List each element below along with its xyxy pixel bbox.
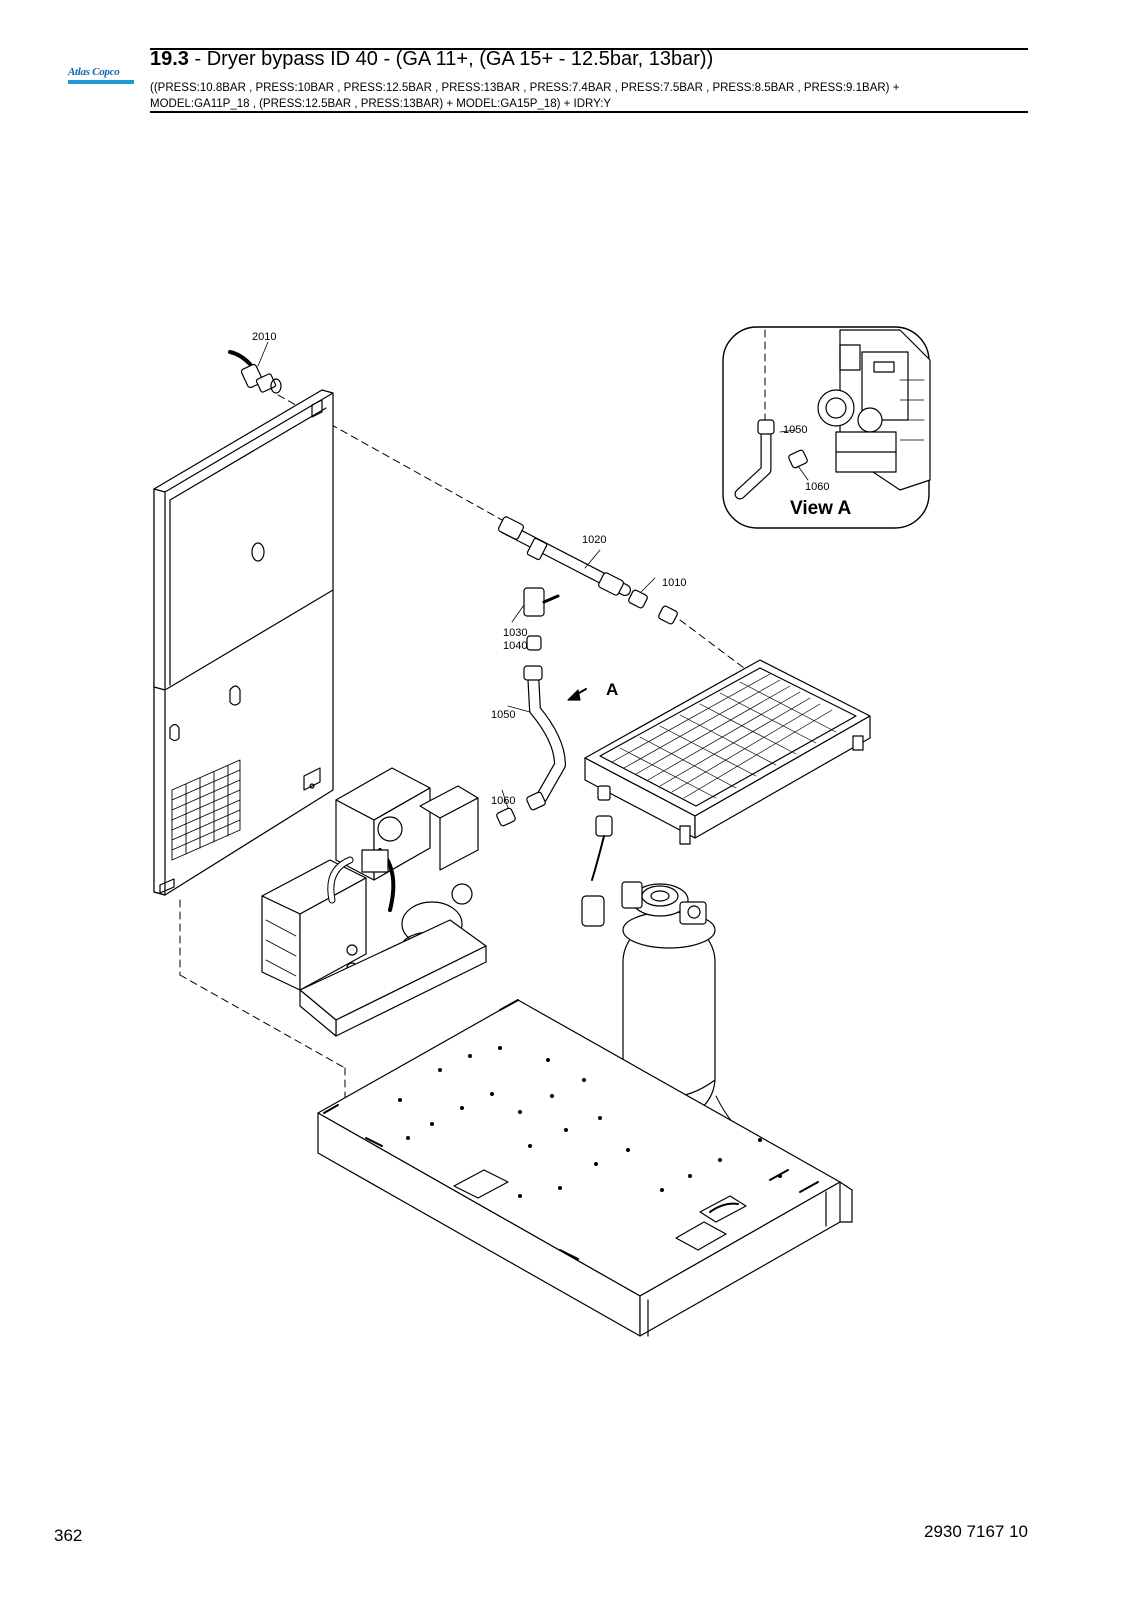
panel-vent-grille — [171, 759, 241, 861]
callout-1050: 1050 — [491, 709, 515, 721]
logo-underline — [68, 80, 134, 84]
inset-title: View A — [790, 498, 852, 519]
fittings-1010 — [628, 577, 678, 625]
side-panel — [153, 389, 334, 896]
section-number: 19.3 — [150, 48, 189, 70]
ball-valve-2010 — [228, 341, 282, 394]
page-number: 362 — [54, 1526, 83, 1545]
callout-labels: 2010 1020 1010 1030 1040 1050 1060 A — [252, 331, 686, 807]
section-title: 19.3 - Dryer bypass ID 40 - (GA 11+, (GA… — [150, 47, 713, 71]
section-title-text: - Dryer bypass ID 40 - (GA 11+, (GA 15+ … — [188, 48, 714, 70]
conditions-line-1: ((PRESS:10.8BAR , PRESS:10BAR , PRESS:12… — [150, 82, 900, 94]
callout-1060: 1060 — [491, 795, 515, 807]
heat-exchanger — [584, 659, 871, 845]
callout-1010: 1010 — [662, 577, 686, 589]
vessel-head — [621, 881, 707, 925]
bypass-manifold-1020 — [498, 516, 631, 596]
valve-1030-1040 — [511, 587, 560, 651]
drain-connection — [581, 815, 613, 927]
view-a-marker: A — [606, 680, 618, 699]
document-number: 2930 7167 10 — [924, 1522, 1028, 1541]
base-frame — [317, 999, 853, 1337]
logo-wordmark: Atlas Copco — [68, 66, 120, 78]
inset-callout-1060: 1060 — [805, 481, 829, 493]
callout-1020: 1020 — [582, 534, 606, 546]
callout-2010: 2010 — [252, 331, 276, 343]
conditions-line-2: MODEL:GA11P_18 , (PRESS:12.5BAR , PRESS:… — [150, 98, 612, 110]
header-top-rule — [150, 48, 1028, 50]
atlas-copco-logo: Atlas Copco — [68, 66, 134, 84]
view-a-inset: 1050 1060 View A — [722, 326, 931, 529]
view-a-arrow — [567, 688, 587, 701]
hose-1050 — [507, 665, 566, 806]
base-mounting-holes — [398, 1046, 782, 1198]
applicability-conditions: ((PRESS:10.8BAR , PRESS:10BAR , PRESS:12… — [150, 80, 1028, 112]
refrigerant-unit — [261, 767, 487, 1037]
callout-1040: 1040 — [503, 640, 527, 652]
inset-callout-1050: 1050 — [783, 424, 807, 436]
header-bottom-rule — [150, 111, 1028, 113]
callout-1030: 1030 — [503, 627, 527, 639]
fittings-1060 — [496, 789, 546, 827]
